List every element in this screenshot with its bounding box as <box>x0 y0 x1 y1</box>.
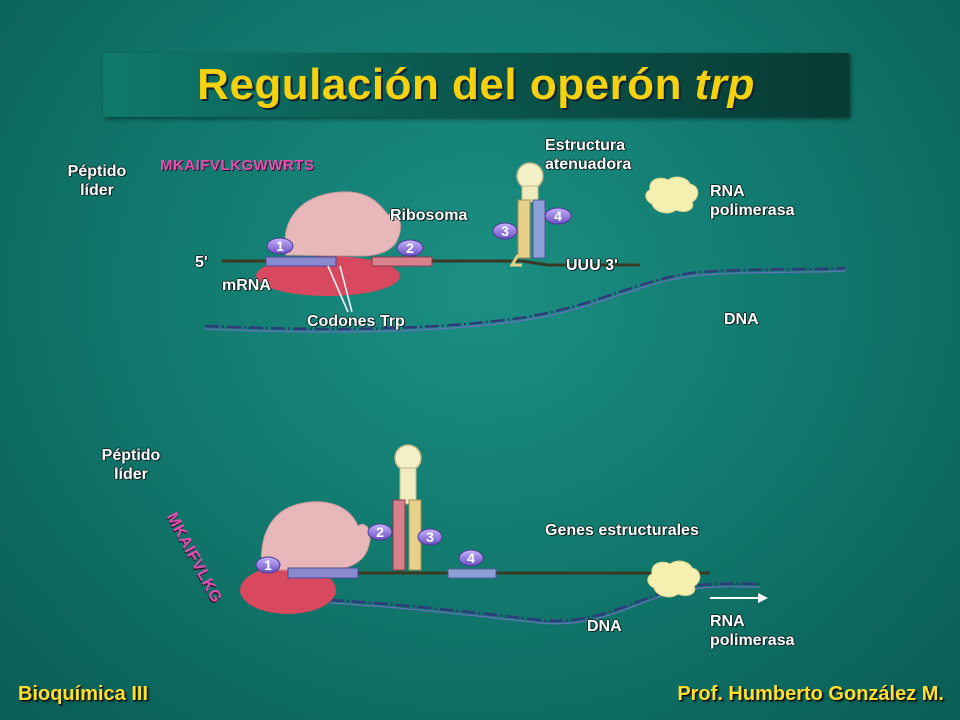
region-marker-2-top-label: 2 <box>406 240 414 256</box>
rna-polymerase-top <box>645 176 699 214</box>
region-4-stem-top <box>532 199 546 259</box>
leader-peptide-sequence-top: MKAIFVLKGWWRTS <box>160 157 315 174</box>
attenuator-loop-top <box>516 162 544 190</box>
region-marker-4-bottom: 4 <box>458 549 484 567</box>
ribosome-large-subunit-bottom <box>260 501 371 571</box>
region-marker-3-top: 3 <box>492 222 518 240</box>
peptide-label-bottom: Péptido líder <box>101 447 161 483</box>
region-marker-4-top: 4 <box>544 207 572 225</box>
region-marker-2-bottom-label: 2 <box>376 524 384 540</box>
region-marker-4-bottom-label: 4 <box>467 550 475 566</box>
region-marker-1-bottom-label: 1 <box>264 557 272 573</box>
region-marker-3-bottom: 3 <box>417 528 443 546</box>
region-marker-3-top-label: 3 <box>501 223 509 239</box>
rna-polymerase-bottom <box>647 560 701 598</box>
region-marker-1-top-label: 1 <box>276 238 284 254</box>
region-1-bar-bottom <box>287 567 359 579</box>
antiterminator-loop-bottom <box>394 444 422 472</box>
trp-codons-label: Codones Trp <box>307 313 405 330</box>
peptide-label-top: Péptido líder <box>67 163 127 199</box>
region-marker-2-bottom: 2 <box>367 523 393 541</box>
mrna-tail-top <box>521 259 640 267</box>
rna-polymerase-label-bottom: RNA polimerasa <box>710 613 795 649</box>
rna-polymerase-label-top: RNA polimerasa <box>710 183 795 219</box>
slide-title: Regulación del operón trp <box>197 60 755 109</box>
region-marker-2-top: 2 <box>396 239 424 257</box>
dna-strand-bottom <box>329 582 761 623</box>
five-prime-label: 5' <box>195 254 208 271</box>
dna-label-top: DNA <box>724 311 759 328</box>
mrna-label: mRNA <box>222 277 271 294</box>
codon-pointer-b <box>339 265 353 313</box>
ribosome-label: Ribosoma <box>390 207 468 224</box>
region-4-bar-bottom <box>447 568 497 579</box>
dna-strand-top <box>204 266 846 331</box>
dna-label-bottom: DNA <box>587 618 622 635</box>
region-marker-1-top: 1 <box>266 237 294 255</box>
ribosome-large-subunit-top <box>284 191 402 257</box>
region-3-stem-top <box>517 199 531 259</box>
uuu-three-prime-label: UUU 3' <box>566 257 618 274</box>
region-marker-4-top-label: 4 <box>554 208 562 224</box>
region-2-stem-bottom <box>392 499 406 571</box>
region-1-bar-top <box>265 256 337 267</box>
structural-genes-label: Genes estructurales <box>545 522 699 539</box>
attenuator-label: Estructura atenuadora <box>545 137 632 173</box>
author-name: Prof. Humberto González M. <box>677 683 944 705</box>
title-banner: Regulación del operón trp <box>103 53 849 117</box>
region-marker-1-bottom: 1 <box>255 556 281 574</box>
region-marker-3-bottom-label: 3 <box>426 529 434 545</box>
course-name: Bioquímica III <box>18 683 149 705</box>
region-2-bar-top <box>371 256 433 267</box>
codon-pointer-a <box>327 265 349 313</box>
